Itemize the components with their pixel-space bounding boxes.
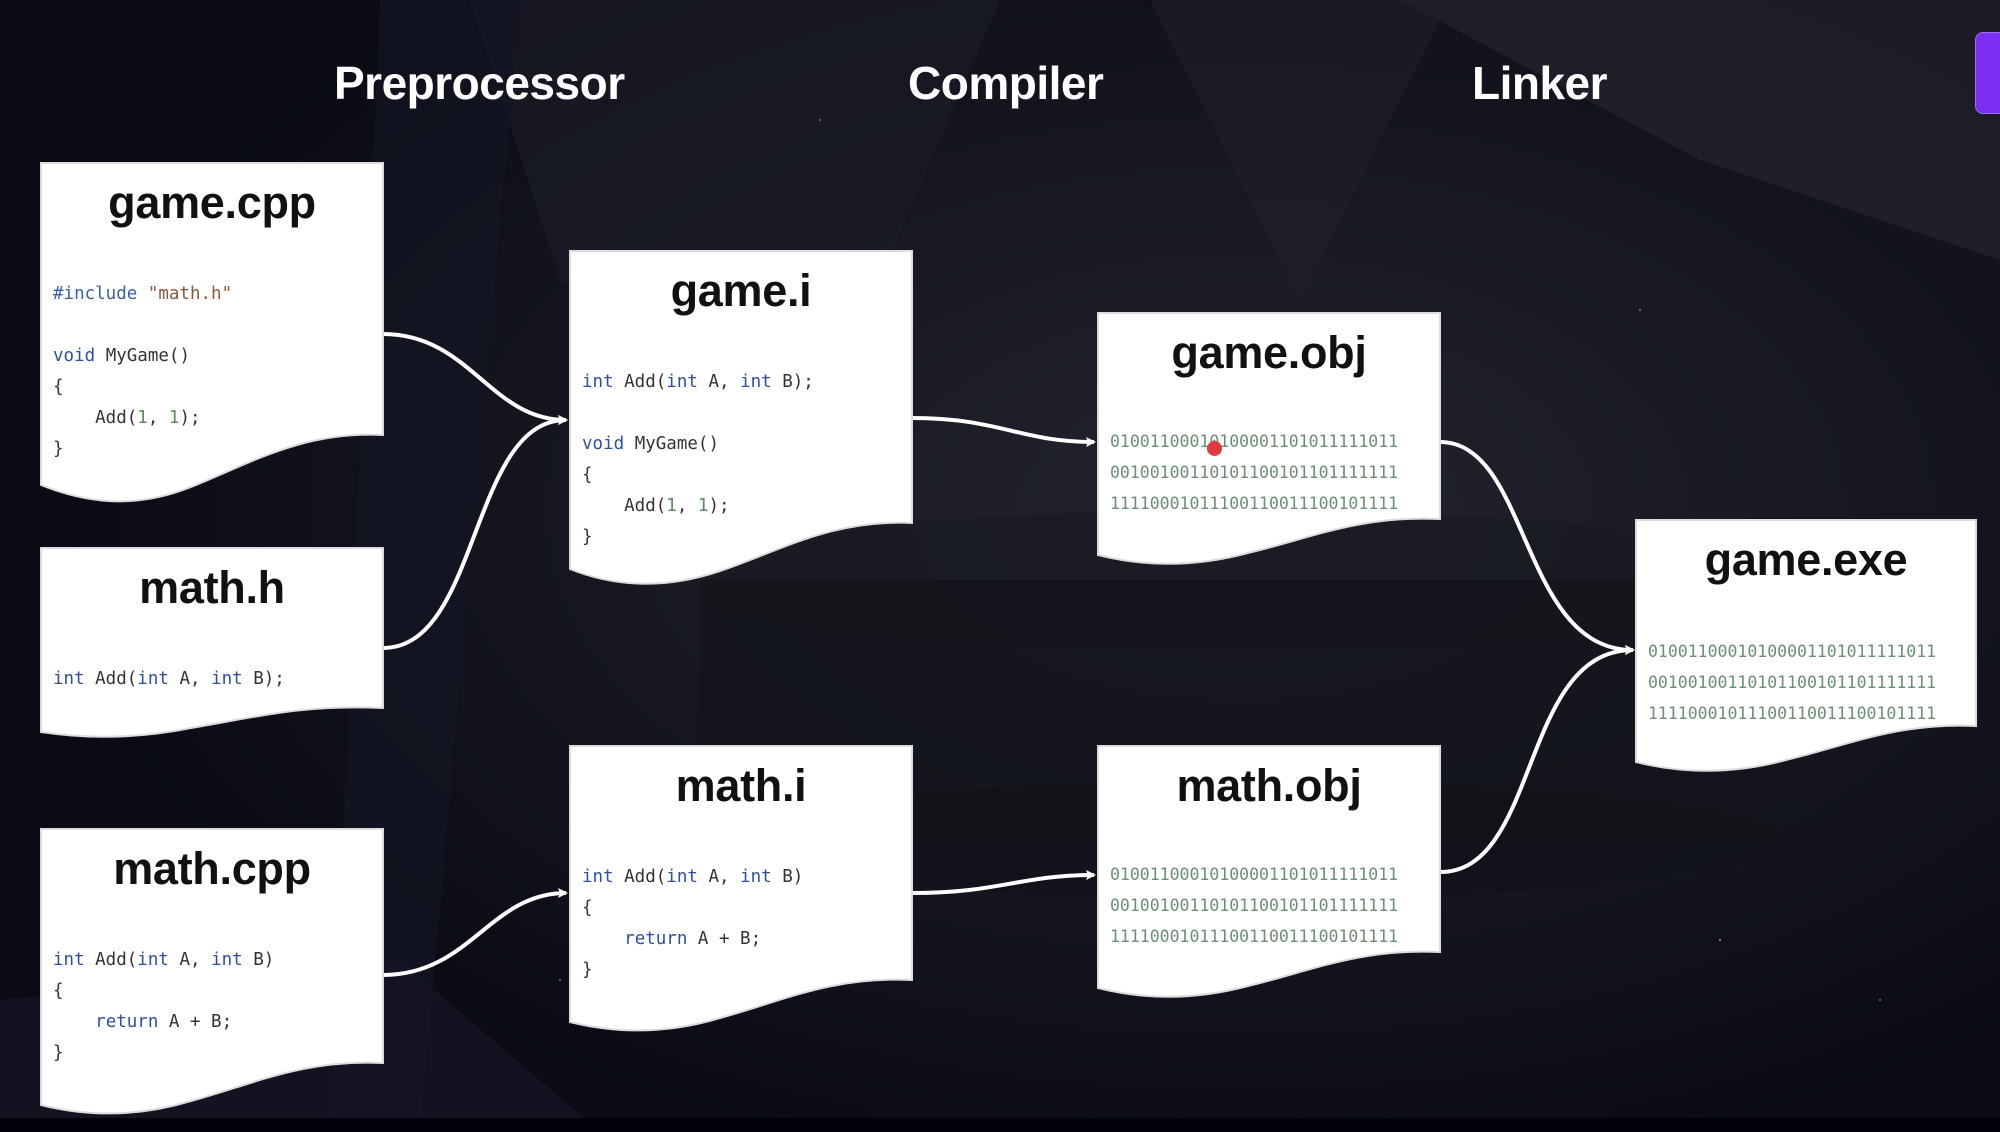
document-title: game.cpp (108, 177, 316, 228)
document-paper-shape (40, 162, 384, 503)
document-code: int Add(int A, int B); (53, 669, 285, 689)
document-paper-shape (1097, 312, 1441, 565)
document-title: math.h (139, 562, 285, 613)
document-binary: 01001100010100001101011111011 0010010011… (1648, 642, 1937, 723)
document-paper-shape (40, 828, 384, 1115)
red-dot-cursor-icon (1207, 441, 1222, 456)
arrow-game-i-to-game-obj (911, 416, 1096, 447)
document-game-obj: game.obj 01001100010100001101011111011 0… (1097, 312, 1441, 569)
document-title: math.cpp (113, 843, 311, 894)
document-code: int Add(int A, int B); void MyGame() { A… (582, 372, 814, 547)
document-code: #include "math.h" void MyGame() { Add(1,… (53, 284, 233, 459)
document-math-h: math.h int Add(int A, int B); (40, 547, 384, 740)
document-binary: 01001100010100001101011111011 0010010011… (1110, 432, 1399, 513)
document-game-cpp: game.cpp #include "math.h" void MyGame()… (40, 162, 384, 503)
stage-label-compiler: Compiler (908, 57, 1104, 109)
arrow-math-h-to-game-i (382, 415, 568, 650)
document-math-obj: math.obj 01001100010100001101011111011 0… (1097, 745, 1441, 1002)
document-paper-shape (1635, 519, 1977, 772)
arrow-math-i-to-math-obj (911, 870, 1096, 895)
document-code: int Add(int A, int B) { return A + B; } (582, 867, 804, 980)
document-paper-shape (569, 745, 913, 1032)
document-game-i: game.i int Add(int A, int B); void MyGam… (569, 250, 913, 586)
corner-tab-button[interactable] (1975, 32, 2000, 114)
document-title: math.obj (1176, 760, 1362, 811)
document-code: int Add(int A, int B) { return A + B; } (53, 950, 275, 1063)
document-paper-shape (40, 547, 384, 738)
document-math-i: math.i int Add(int A, int B) { return A … (569, 745, 913, 1036)
arrow-math-obj-to-game-exe (1439, 645, 1635, 874)
arrow-math-cpp-to-math-i (382, 888, 568, 977)
bottom-bar (0, 1118, 2000, 1132)
document-binary: 01001100010100001101011111011 0010010011… (1110, 865, 1399, 946)
document-paper-shape (1097, 745, 1441, 998)
document-title: game.exe (1704, 534, 1908, 585)
document-title: game.i (670, 265, 812, 316)
document-title: math.i (675, 760, 807, 811)
document-math-cpp: math.cpp int Add(int A, int B) { return … (40, 828, 384, 1119)
arrow-game-obj-to-game-exe (1439, 440, 1635, 655)
document-paper-shape (569, 250, 913, 585)
document-game-exe: game.exe 01001100010100001101011111011 0… (1635, 519, 1977, 776)
document-title: game.obj (1171, 327, 1367, 378)
stage-label-preprocessor: Preprocessor (334, 57, 625, 109)
stage-label-linker: Linker (1472, 57, 1608, 109)
arrow-game-cpp-to-game-i (382, 332, 568, 425)
